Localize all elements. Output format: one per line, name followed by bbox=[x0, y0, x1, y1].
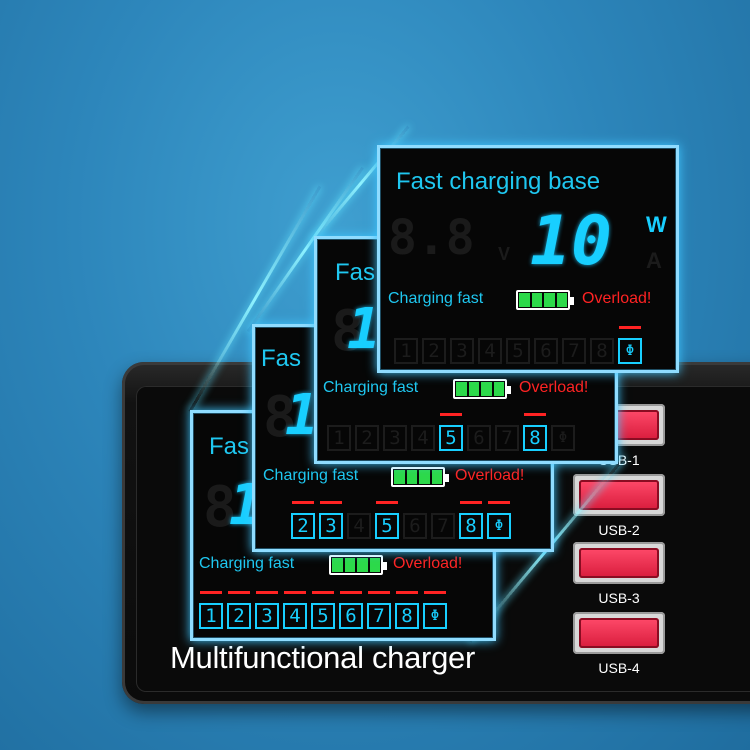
port-indicator: 7 bbox=[367, 591, 391, 629]
battery-icon bbox=[516, 290, 574, 310]
overload-indicator: Overload! bbox=[582, 290, 652, 307]
port-indicator: 4 bbox=[347, 513, 371, 539]
port-indicator: 5 bbox=[506, 338, 530, 364]
port-indicator: 8 bbox=[395, 591, 419, 629]
port-indicator: 7 bbox=[495, 425, 519, 451]
reading-digit: 1 bbox=[347, 297, 381, 362]
battery-icon bbox=[329, 555, 387, 575]
wireless-indicator-icon: Φ bbox=[423, 591, 447, 629]
ghost-digit: 8.8 bbox=[388, 210, 475, 266]
port-indicator: 4 bbox=[478, 338, 502, 364]
display-panel-main: Fast charging base 8.8 V 10 W A Charging… bbox=[377, 145, 679, 373]
overload-indicator: Overload! bbox=[393, 555, 463, 572]
port-indicator: 7 bbox=[562, 338, 586, 364]
port-indicator: 2 bbox=[355, 425, 379, 451]
volt-unit: V bbox=[498, 244, 511, 264]
usb-port-2: USB-2 bbox=[571, 474, 667, 538]
port-indicator: 6 bbox=[534, 338, 558, 364]
usb-port-label: USB-2 bbox=[598, 522, 640, 538]
port-indicator: 1 bbox=[199, 591, 223, 629]
wattage-reading: 10 bbox=[530, 202, 612, 281]
ghost-digit: 8 bbox=[331, 299, 365, 364]
wireless-indicator-icon: Φ bbox=[551, 425, 575, 451]
port-indicators: 1 2 3 4 5 6 7 8 Φ bbox=[199, 591, 447, 629]
port-indicator: 2 bbox=[291, 501, 315, 539]
usb-socket bbox=[573, 612, 665, 654]
wireless-indicator-icon: Φ bbox=[618, 326, 642, 364]
watt-unit: W bbox=[646, 212, 667, 237]
port-indicator: 6 bbox=[403, 513, 427, 539]
port-indicator: 6 bbox=[467, 425, 491, 451]
wireless-indicator-icon: Φ bbox=[487, 501, 511, 539]
usb-port-label: USB-4 bbox=[598, 660, 640, 676]
port-indicator: 3 bbox=[383, 425, 407, 451]
reading-digit: 1 bbox=[285, 383, 319, 448]
overload-indicator: Overload! bbox=[519, 379, 589, 396]
port-indicator: 1 bbox=[394, 338, 418, 364]
port-indicator: 4 bbox=[411, 425, 435, 451]
port-indicator: 6 bbox=[339, 591, 363, 629]
port-indicator: 8 bbox=[523, 413, 547, 451]
port-indicators: 1 2 3 4 5 6 7 8 Φ bbox=[394, 326, 642, 364]
ghost-digit: 8 bbox=[203, 475, 237, 540]
usb-port-label: USB-3 bbox=[598, 590, 640, 606]
port-indicator: 8 bbox=[459, 501, 483, 539]
usb-socket bbox=[573, 542, 665, 584]
port-indicator: 3 bbox=[255, 591, 279, 629]
amp-unit: A bbox=[646, 248, 662, 273]
port-indicator: 2 bbox=[422, 338, 446, 364]
port-indicator: 5 bbox=[375, 501, 399, 539]
usb-port-4: USB-4 bbox=[571, 612, 667, 676]
charging-status: Charging fast bbox=[323, 379, 419, 396]
panel-title: Fast charging base bbox=[396, 168, 601, 195]
port-indicator: 3 bbox=[450, 338, 474, 364]
usb-socket bbox=[573, 474, 665, 516]
panel-title: Fas bbox=[335, 259, 376, 286]
panel-title: Fas bbox=[209, 433, 250, 460]
port-indicators: 2 3 4 5 6 7 8 Φ bbox=[291, 501, 511, 539]
product-title: Multifunctional charger bbox=[170, 640, 475, 675]
port-indicator: 1 bbox=[327, 425, 351, 451]
port-indicators: 1 2 3 4 5 6 7 8 Φ bbox=[327, 413, 575, 451]
charging-status: Charging fast bbox=[199, 555, 295, 572]
charging-status: Charging fast bbox=[388, 290, 484, 307]
port-indicator: 8 bbox=[590, 338, 614, 364]
port-indicator: 3 bbox=[319, 501, 343, 539]
port-indicator: 4 bbox=[283, 591, 307, 629]
usb-port-3: USB-3 bbox=[571, 542, 667, 606]
battery-icon bbox=[391, 467, 449, 487]
port-indicator: 5 bbox=[311, 591, 335, 629]
charging-status: Charging fast bbox=[263, 467, 359, 484]
port-indicator: 5 bbox=[439, 413, 463, 451]
port-indicator: 2 bbox=[227, 591, 251, 629]
battery-icon bbox=[453, 379, 511, 399]
ghost-digit: 8 bbox=[263, 385, 297, 450]
port-indicator: 7 bbox=[431, 513, 455, 539]
overload-indicator: Overload! bbox=[455, 467, 525, 484]
panel-title: Fas bbox=[261, 345, 302, 372]
